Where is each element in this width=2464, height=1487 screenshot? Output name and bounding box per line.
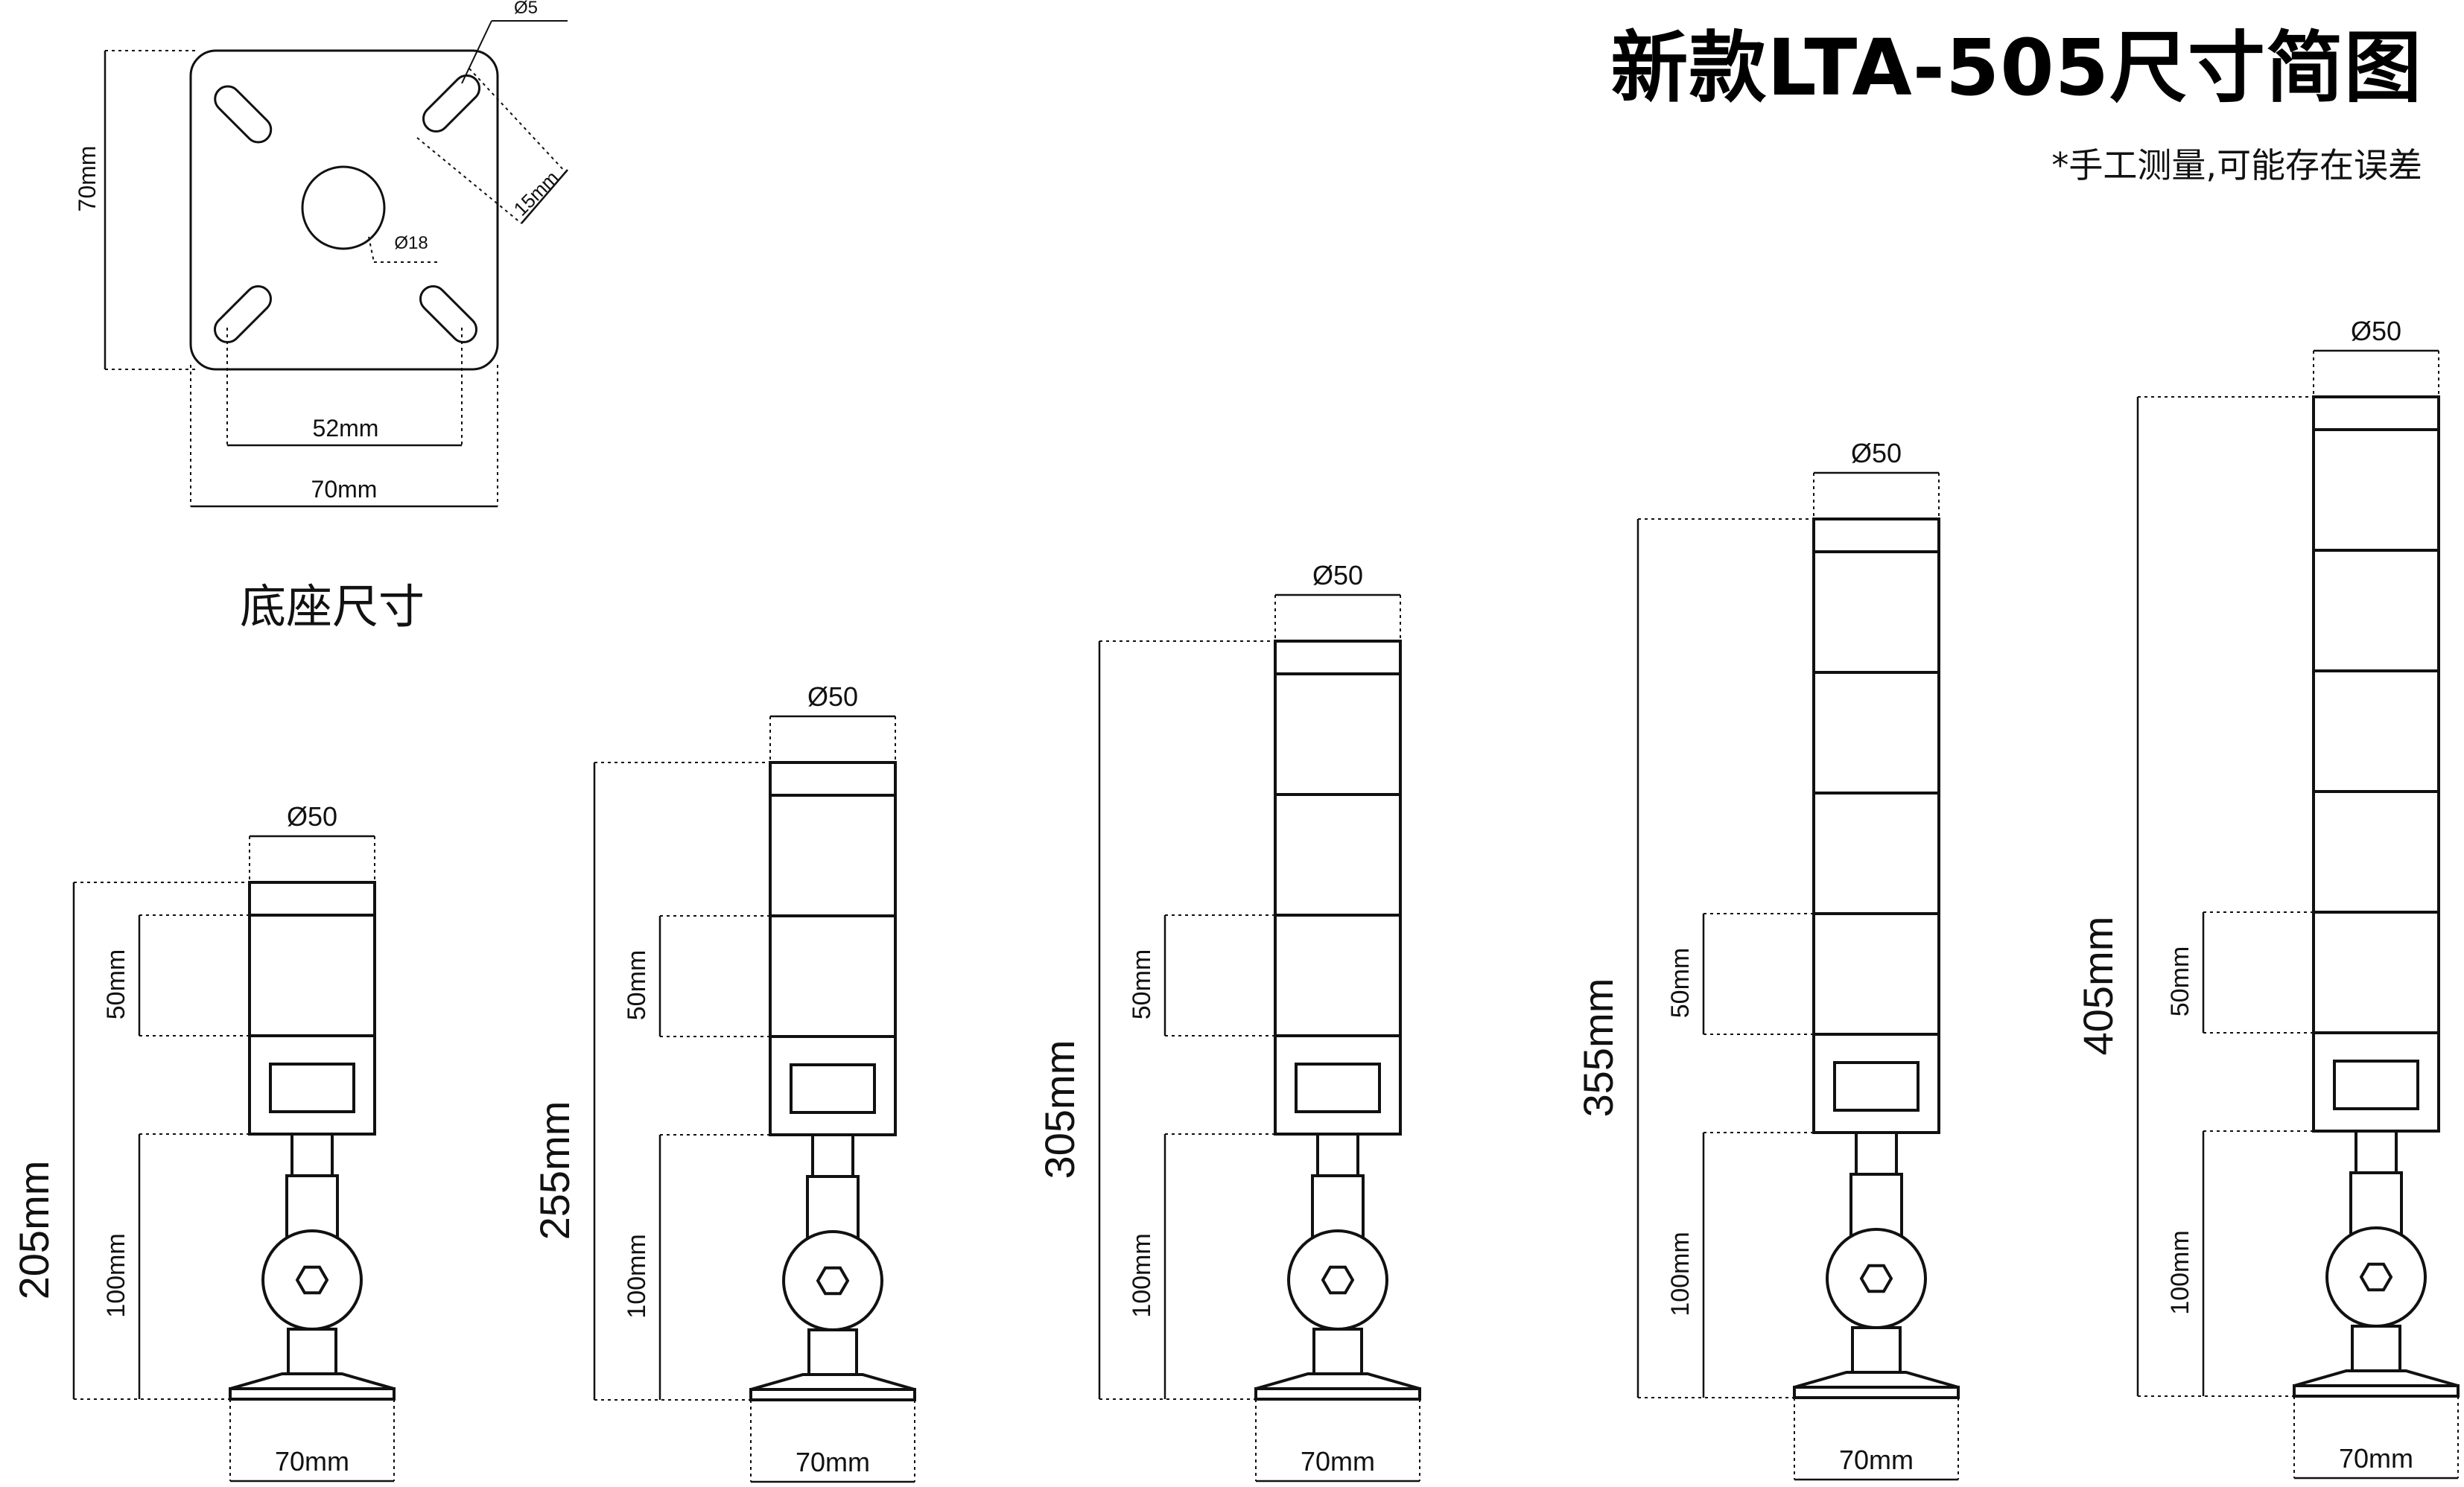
tower-foot-plate [1793, 1386, 1960, 1399]
tower-stem-collar [811, 1133, 854, 1178]
hex-bolt-icon [2359, 1262, 2393, 1292]
page-title: 新款LTA-505尺寸简图 [1610, 22, 2422, 113]
base-width-label: 70mm [275, 1446, 349, 1477]
tower-body-window [2333, 1060, 2419, 1110]
tower-stem-collar [1316, 1133, 1359, 1177]
stem-height-label: 100mm [2166, 1230, 2194, 1314]
tower-2 [749, 761, 916, 1401]
tower-dimensions: 205mm 50mm 100mm Ø50 70mm [10, 801, 395, 1483]
base-slot-offset-label: 15mm [509, 166, 562, 220]
base-plate-dimensions [104, 20, 568, 508]
tower-shell [1812, 518, 1940, 1134]
tower-4 [1793, 518, 1960, 1399]
base-plate-drawing [189, 49, 499, 371]
overall-height-label: 255mm [531, 1101, 578, 1241]
tower-dimensions: 405mm 50mm 100mm Ø50 70mm [2074, 316, 2459, 1480]
stem-height-label: 100mm [623, 1234, 651, 1318]
base-hole-spacing-label: 52mm [313, 415, 379, 442]
tower-lower-neck [287, 1328, 337, 1375]
mount-slot-bottom-right [419, 284, 478, 344]
hex-bolt-icon [816, 1266, 850, 1296]
tower-lower-neck [1312, 1328, 1363, 1375]
base-plate-caption: 底座尺寸 [240, 579, 425, 634]
hex-bolt-icon [295, 1265, 329, 1295]
hex-bolt-icon [1859, 1264, 1893, 1293]
tower-foot-plate [749, 1388, 916, 1401]
base-plate-outline [189, 49, 499, 371]
overall-height-label: 305mm [1036, 1040, 1083, 1179]
tower-dimensions: 255mm 50mm 100mm Ø50 70mm [531, 681, 915, 1483]
tower-stem-collar [2355, 1130, 2398, 1174]
mount-slot-top-right [422, 74, 481, 133]
overall-height-label: 205mm [10, 1161, 57, 1300]
measurement-note: *手工测量,可能存在误差 [2051, 145, 2422, 185]
hex-bolt-icon [1321, 1265, 1355, 1295]
tower-drawings: 205mm 50mm 100mm Ø50 70mm 255mm 50mm 100mm Ø50 70… [10, 316, 2460, 1483]
tier-height-label: 50mm [102, 949, 130, 1019]
base-width-label: 70mm [311, 476, 378, 503]
tower-foot [229, 1372, 395, 1390]
center-hole [301, 165, 386, 250]
tower-foot-plate [229, 1387, 396, 1401]
tower-body-window [269, 1063, 355, 1113]
tower-shell [248, 881, 376, 1136]
tier-height-label: 50mm [623, 950, 651, 1020]
base-width-label: 70mm [1839, 1445, 1914, 1475]
tower-shell [1274, 640, 1402, 1136]
tower-lower-neck [1851, 1326, 1902, 1374]
diameter-label: Ø50 [1312, 560, 1363, 590]
diameter-label: Ø50 [2351, 316, 2401, 346]
stem-height-label: 100mm [102, 1233, 130, 1317]
tower-3 [1254, 640, 1421, 1401]
base-width-label: 70mm [1301, 1446, 1375, 1477]
tower-foot [2293, 1369, 2459, 1387]
tower-body-window [790, 1063, 876, 1114]
center-hole-label: Ø18 [394, 233, 428, 253]
tower-body-window [1295, 1063, 1381, 1113]
mount-slot-top-left [214, 85, 273, 144]
tower-foot [1794, 1371, 1959, 1389]
tower-body-window [1833, 1061, 1920, 1112]
tower-lower-neck [2351, 1325, 2401, 1372]
tier-height-label: 50mm [2166, 946, 2194, 1016]
overall-height-label: 355mm [1575, 978, 1622, 1118]
tower-5 [2293, 395, 2460, 1398]
tower-pivot-knuckle [261, 1229, 363, 1331]
overall-height-label: 405mm [2074, 917, 2121, 1056]
tower-pivot-knuckle [782, 1230, 883, 1331]
tier-height-label: 50mm [1128, 949, 1156, 1019]
stem-height-label: 100mm [1666, 1232, 1695, 1316]
tower-foot [1255, 1372, 1420, 1390]
base-height-label: 70mm [74, 146, 101, 212]
tower-stem-collar [1855, 1131, 1898, 1176]
diameter-label: Ø50 [1851, 438, 1902, 468]
tower-shell [769, 761, 897, 1136]
diameter-label: Ø50 [807, 681, 858, 712]
tower-pivot-knuckle [1287, 1229, 1388, 1331]
tower-dimensions: 305mm 50mm 100mm Ø50 70mm [1036, 560, 1420, 1483]
diameter-label: Ø50 [287, 801, 337, 832]
slot-diameter-label: Ø5 [514, 0, 538, 18]
tower-stem-collar [290, 1133, 334, 1177]
base-width-label: 70mm [2339, 1443, 2413, 1474]
tower-foot-plate [2293, 1384, 2460, 1398]
tower-pivot-knuckle [1826, 1228, 1927, 1329]
base-width-label: 70mm [796, 1447, 870, 1477]
tower-foot [750, 1373, 915, 1391]
stem-height-label: 100mm [1128, 1233, 1156, 1317]
tower-pivot-knuckle [2325, 1226, 2427, 1328]
tower-1 [229, 881, 396, 1401]
tower-foot-plate [1254, 1387, 1421, 1401]
tower-dimensions: 355mm 50mm 100mm Ø50 70mm [1575, 438, 1959, 1481]
tower-shell [2312, 395, 2440, 1133]
mount-slot-bottom-left [213, 284, 273, 344]
tower-lower-neck [807, 1328, 858, 1376]
tier-height-label: 50mm [1666, 948, 1695, 1018]
